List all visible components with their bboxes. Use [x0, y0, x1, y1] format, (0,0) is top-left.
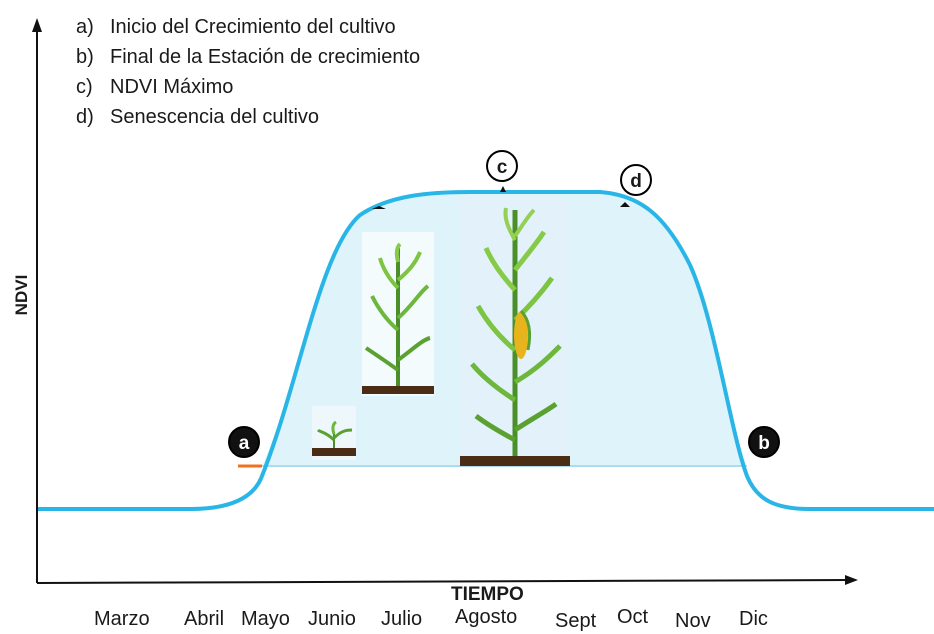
corn-seedling-icon: [312, 420, 356, 456]
marker-c-pointer: [500, 186, 506, 192]
legend: a) Inicio del Crecimiento del cultivo b) F…: [76, 12, 420, 132]
legend-text: Senescencia del cultivo: [110, 106, 320, 128]
ndvi-curve: [37, 190, 934, 511]
legend-text: Inicio del Crecimiento del cultivo: [110, 16, 396, 38]
legend-item-d: d) Senescencia del cultivo: [76, 102, 420, 132]
legend-letter: b): [76, 46, 94, 68]
month-label: Julio: [381, 608, 423, 630]
x-axis-label: TIEMPO: [451, 584, 524, 605]
x-axis-arrow: [845, 575, 858, 585]
month-label: Junio: [308, 608, 356, 630]
legend-letter: c): [76, 76, 93, 98]
x-axis: [36, 579, 851, 584]
legend-item-a: a) Inicio del Crecimiento del cultivo: [76, 12, 420, 42]
marker-a: a: [228, 426, 260, 458]
month-label: Oct: [617, 606, 649, 628]
month-label: Marzo: [94, 608, 150, 630]
month-label: Dic: [739, 608, 768, 630]
start-curve-tick: [372, 206, 386, 209]
legend-letter: a): [76, 16, 94, 38]
corn-young-icon: [362, 242, 434, 394]
legend-item-b: b) Final de la Estación de crecimiento: [76, 42, 420, 72]
month-label: Mayo: [241, 608, 290, 630]
month-label: Agosto: [455, 606, 518, 628]
y-axis-label: NDVI: [12, 274, 31, 316]
marker-b: b: [748, 426, 780, 458]
legend-text: NDVI Máximo: [110, 76, 234, 98]
month-label: Sept: [555, 610, 597, 632]
y-axis-arrow: [32, 18, 42, 32]
marker-d: d: [620, 164, 652, 196]
legend-text: Final de la Estación de crecimiento: [110, 46, 421, 68]
legend-item-c: c) NDVI Máximo: [76, 72, 420, 102]
marker-c: c: [486, 150, 518, 182]
corn-mature-icon: [460, 207, 570, 466]
marker-d-pointer: [620, 202, 630, 207]
month-label: Abril: [184, 608, 225, 630]
legend-letter: d): [76, 106, 94, 128]
month-label: Nov: [675, 610, 711, 632]
